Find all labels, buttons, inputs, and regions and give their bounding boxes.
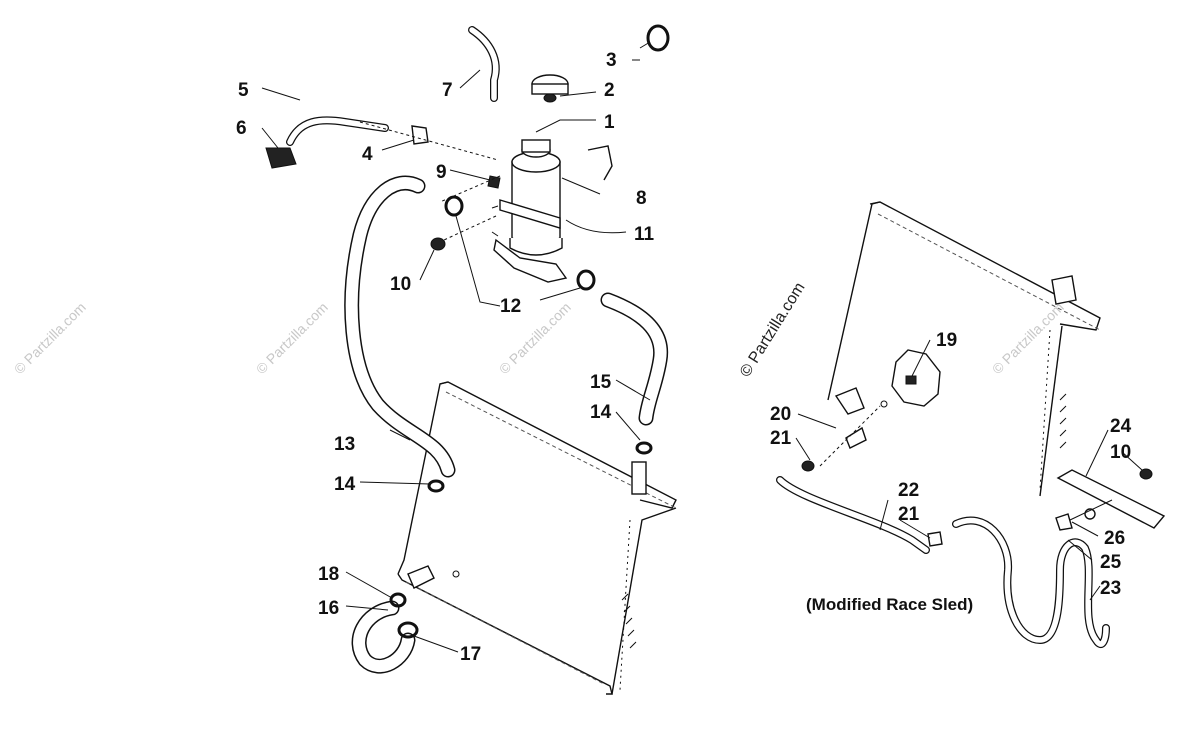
label-10a: 10 [390,274,411,295]
watermark-2: © Partzilla.com [253,299,331,377]
clamps-12 [444,195,596,291]
label-9: 9 [436,162,447,183]
sensor-19 [891,349,941,407]
clip-4 [411,125,429,145]
label-14b: 14 [590,402,612,423]
watermark-1: © Partzilla.com [11,299,89,377]
label-7: 7 [442,80,453,101]
label-16: 16 [318,598,339,619]
label-17: 17 [460,644,481,665]
hose-7 [468,26,500,102]
tube-22 [776,476,943,554]
hose-5 [286,116,389,146]
ring-clamp [646,24,670,52]
hose-16 [351,600,416,674]
label-1: 1 [604,112,615,133]
label-11: 11 [634,224,655,245]
label-23: 23 [1100,578,1121,599]
hose-13 [344,175,456,478]
nut-10 [430,237,446,251]
label-8: 8 [636,188,647,209]
label-12: 12 [500,296,521,317]
fitting-20-21 [801,387,888,472]
bracket-24 [1056,468,1166,529]
coolant-reservoir [491,139,568,283]
heat-exchanger-left [397,381,677,695]
label-6: 6 [236,118,247,139]
clamp-6 [265,147,297,169]
screw-9 [487,175,501,189]
part-number-labels: 1 2 3 4 5 6 7 8 9 10 11 12 13 14 14 15 1… [236,50,1132,665]
label-24: 24 [1110,416,1132,437]
screw-25-26 [1055,499,1113,531]
label-26: 26 [1104,528,1125,549]
caption-modified-race-sled: (Modified Race Sled) [806,595,973,614]
label-13: 13 [334,434,355,455]
tube-23 [952,516,1110,649]
bracket-8 [587,145,613,181]
watermark-4: © Partzilla.com [989,299,1067,377]
heat-exchanger-right [827,201,1101,497]
leader-lines-right [795,339,1143,601]
label-3: 3 [606,50,617,71]
label-10b: 10 [1110,442,1131,463]
label-21b: 21 [898,504,920,525]
label-22: 22 [898,480,919,501]
label-15: 15 [590,372,612,393]
clamps-14 [427,441,653,495]
watermark-main: © Partzilla.com [737,280,809,380]
label-5: 5 [238,80,249,101]
label-4: 4 [362,144,373,165]
label-2: 2 [604,80,615,101]
label-14a: 14 [334,474,356,495]
label-25: 25 [1100,552,1122,573]
hose-15 [600,292,669,426]
label-18: 18 [318,564,339,585]
label-19: 19 [936,330,957,351]
leader-lines-left [261,41,651,653]
label-20: 20 [770,404,791,425]
label-21a: 21 [770,428,792,449]
clamps-17-18 [389,565,435,639]
reservoir-cap [531,74,569,103]
